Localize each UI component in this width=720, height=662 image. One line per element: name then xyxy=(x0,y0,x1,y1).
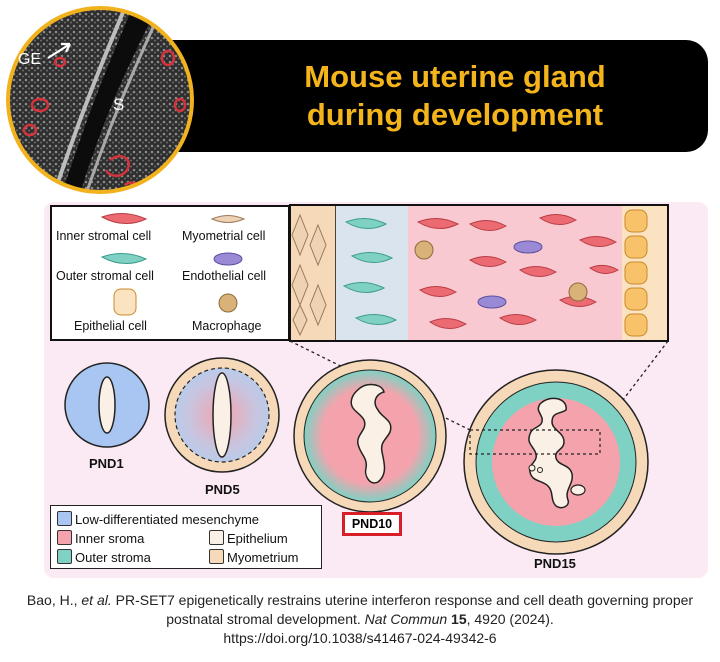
legend-epithelium-label: Epithelium xyxy=(227,531,288,546)
citation-pages: , 4920 (2024). xyxy=(466,611,554,627)
legend-outer-stroma: Outer stroma xyxy=(57,549,151,565)
legend-low-diff: Low-differentiated mesenchyme xyxy=(57,511,259,527)
legend-endothelial: Endothelial cell xyxy=(182,269,267,283)
legend-inner-stromal: Inner stromal cell xyxy=(56,229,152,243)
legend-macrophage: Macrophage xyxy=(192,319,262,333)
citation-title: PR-SET7 epigenetically restrains uterine… xyxy=(111,592,694,627)
citation-et-al: et al. xyxy=(81,592,112,608)
outer-stromal-cell-icon xyxy=(100,253,148,264)
stage-label-pnd10: PND10 xyxy=(342,512,402,536)
stage-label-pnd5: PND5 xyxy=(205,482,240,497)
legend-inner-stroma: Inner sroma xyxy=(57,530,144,546)
title-line-2: during development xyxy=(306,97,604,132)
micrograph-image: GE S xyxy=(6,6,194,194)
citation-journal: Nat Commun xyxy=(364,611,448,627)
region-legend: Low-differentiated mesenchyme Inner srom… xyxy=(50,505,322,569)
stage-pnd1-diagram xyxy=(64,362,150,448)
swatch-myometrium xyxy=(209,549,224,564)
legend-myometrial: Myometrial cell xyxy=(182,229,266,243)
legend-low-diff-label: Low-differentiated mesenchyme xyxy=(75,512,260,527)
micrograph-label-s: S xyxy=(113,95,124,114)
epithelial-cell-icon xyxy=(113,288,137,316)
legend-myometrium-label: Myometrium xyxy=(227,550,299,565)
title-banner xyxy=(120,40,708,152)
swatch-epithelium xyxy=(209,530,224,545)
stage-pnd10-diagram xyxy=(293,359,447,513)
stage-label-pnd1: PND1 xyxy=(89,456,124,471)
swatch-outer-stroma xyxy=(57,549,72,564)
cell-legend-icons xyxy=(100,213,246,316)
cell-type-legend: Inner stromal cell Myometrial cell Outer… xyxy=(50,205,290,341)
title-line-1: Mouse uterine gland xyxy=(304,59,606,94)
legend-inner-stroma-label: Inner sroma xyxy=(75,531,145,546)
legend-epithelium: Epithelium xyxy=(209,530,288,546)
stage-label-pnd15: PND15 xyxy=(534,556,576,571)
legend-myometrium: Myometrium xyxy=(209,549,299,565)
inner-stromal-cell-icon xyxy=(100,213,148,224)
legend-outer-stroma-label: Outer stroma xyxy=(75,550,151,565)
citation: Bao, H., et al. PR-SET7 epigenetically r… xyxy=(0,591,720,648)
macrophage-icon xyxy=(218,293,238,313)
figure-title: Mouse uterine gland during development xyxy=(225,58,685,134)
zoom-line-right xyxy=(599,340,669,431)
endothelial-cell-icon xyxy=(213,252,243,266)
swatch-inner-stroma xyxy=(57,530,72,545)
myometrial-cell-icon xyxy=(210,215,246,223)
citation-doi[interactable]: https://doi.org/10.1038/s41467-024-49342… xyxy=(223,630,497,646)
swatch-low-diff xyxy=(57,511,72,526)
micrograph-label-ge: GE xyxy=(18,51,41,68)
stage-pnd15-diagram xyxy=(463,369,649,555)
stage-pnd5-diagram xyxy=(164,357,280,473)
tissue-section xyxy=(289,204,669,342)
arrow-icon xyxy=(47,42,71,59)
citation-authors: Bao, H., xyxy=(26,592,82,608)
legend-epithelial: Epithelial cell xyxy=(74,319,147,333)
legend-outer-stromal: Outer stromal cell xyxy=(56,269,154,283)
citation-volume: 15 xyxy=(451,611,467,627)
